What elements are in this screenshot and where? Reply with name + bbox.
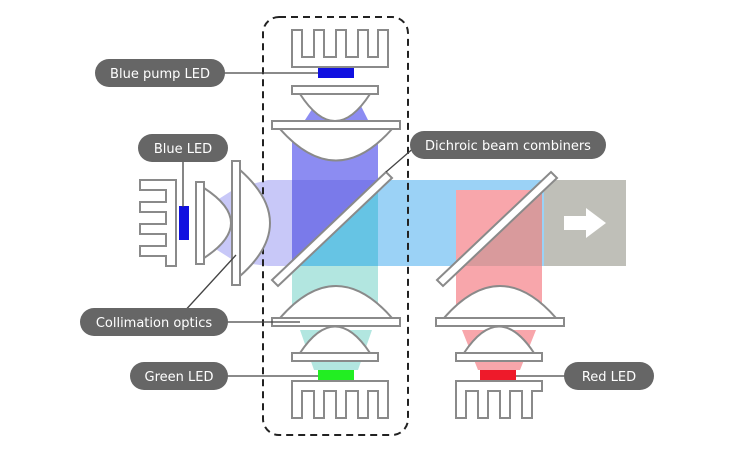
lenses xyxy=(195,85,565,362)
label-red-led-text: Red LED xyxy=(582,370,636,385)
leader-lines xyxy=(181,72,568,377)
green-small-lens xyxy=(298,325,372,354)
dichroic-mirror-1 xyxy=(270,170,394,288)
blue-pump-led xyxy=(318,68,354,78)
label-green-led-text: Green LED xyxy=(145,370,214,385)
red-small-lens xyxy=(462,325,536,354)
label-collimation-text: Collimation optics xyxy=(96,316,213,331)
label-dichroic-text: Dichroic beam combiners xyxy=(425,139,591,154)
red-small-lens-plate xyxy=(455,352,543,362)
label-green-led: Green LED xyxy=(130,362,228,390)
label-blue-pump-led-text: Blue pump LED xyxy=(110,67,210,82)
leader-collimation-2 xyxy=(181,254,237,315)
top-small-lens-plate xyxy=(291,85,379,95)
red-led xyxy=(480,370,516,380)
dichroic-mirror-2 xyxy=(435,170,559,288)
green-heat-sink xyxy=(291,380,389,419)
left-large-lens-plate xyxy=(231,160,241,286)
label-collimation: Collimation optics xyxy=(80,308,228,336)
left-heat-sink xyxy=(139,179,177,267)
green-large-lens xyxy=(277,285,395,319)
heat-sinks xyxy=(139,29,543,419)
top-large-lens-plate xyxy=(271,120,401,130)
blue-led xyxy=(179,206,189,240)
left-small-lens-plate xyxy=(195,181,205,265)
label-blue-led-text: Blue LED xyxy=(154,142,212,157)
label-blue-pump-led: Blue pump LED xyxy=(95,59,225,87)
label-dichroic: Dichroic beam combiners xyxy=(410,131,606,159)
label-blue-led: Blue LED xyxy=(138,134,228,162)
right-arrow-icon xyxy=(564,208,606,238)
left-large-lens xyxy=(239,167,271,279)
green-small-lens-plate xyxy=(291,352,379,362)
top-large-lens xyxy=(277,128,395,162)
leader-dichroic xyxy=(385,145,417,173)
label-red-led: Red LED xyxy=(564,362,654,390)
red-large-lens xyxy=(441,285,559,319)
green-led xyxy=(318,370,354,380)
red-heat-sink xyxy=(455,380,543,419)
red-large-lens-plate xyxy=(435,317,565,327)
dichroic-mirrors xyxy=(270,170,559,288)
top-heat-sink xyxy=(291,29,389,68)
left-small-lens xyxy=(203,186,232,260)
